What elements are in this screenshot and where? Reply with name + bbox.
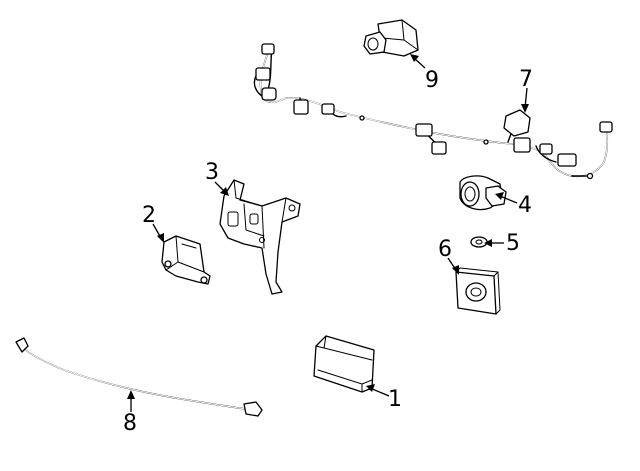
callout-labels: 1 2 3 4 5 6 7 8 9 — [123, 67, 533, 436]
callout-4: 4 — [518, 193, 532, 218]
callout-1: 1 — [388, 387, 402, 412]
part-1-control-module[interactable] — [313, 335, 375, 393]
part-9-parking-sensor[interactable] — [363, 19, 419, 57]
callout-3: 3 — [205, 160, 219, 185]
callout-6: 6 — [438, 237, 452, 262]
part-5-washer[interactable] — [470, 236, 488, 248]
part-6-mounting-bracket[interactable] — [455, 267, 501, 315]
callout-2: 2 — [142, 203, 156, 228]
callout-9: 9 — [425, 68, 439, 93]
callout-8: 8 — [123, 411, 137, 436]
part-8-cable[interactable] — [15, 337, 263, 417]
part-3-support-bracket[interactable] — [219, 179, 301, 295]
leader-lines — [127, 54, 529, 412]
part-4-sensor-retainer[interactable] — [459, 175, 507, 211]
part-2-sensor-bracket[interactable] — [161, 235, 211, 285]
part-7-wiring-harness[interactable] — [253, 43, 613, 180]
callout-5: 5 — [506, 231, 520, 256]
callout-7: 7 — [519, 67, 533, 92]
